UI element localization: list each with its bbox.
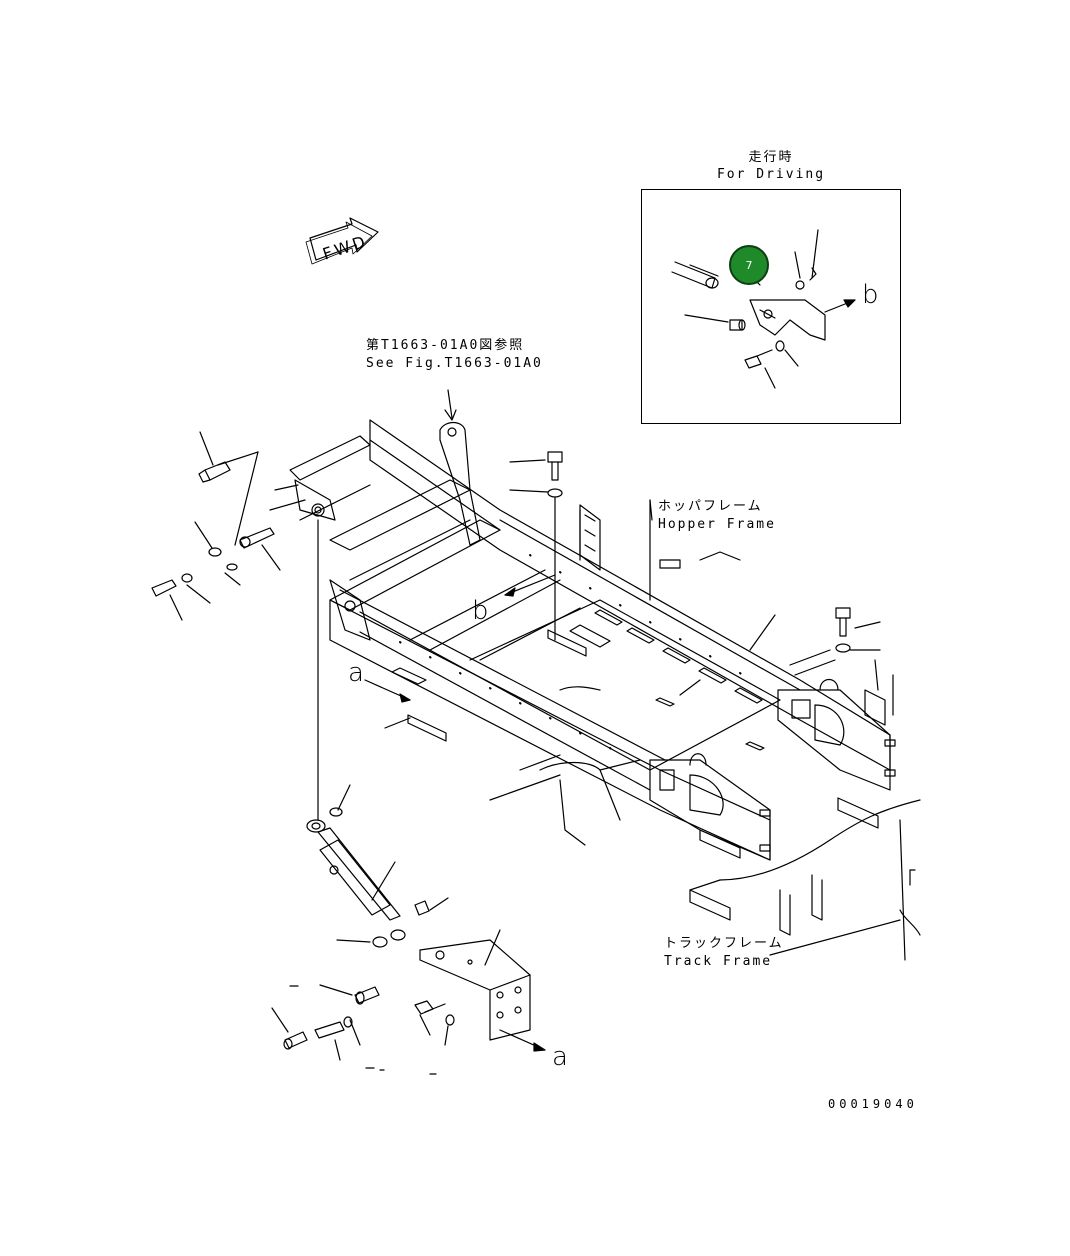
bolt-set-center (509, 451, 601, 641)
inset-title-en: For Driving (716, 167, 826, 182)
hopper-frame-jp: ホッパフレーム (658, 499, 763, 514)
track-frame-en: Track Frame (664, 954, 773, 969)
inset-panel (641, 189, 901, 424)
pivot-parts (151, 431, 371, 641)
track-frame-jp: トラックフレーム (664, 936, 784, 951)
reference-bracket (439, 389, 481, 546)
arrow-a-upper (364, 679, 411, 729)
hopper-clip (659, 559, 681, 569)
arrow-b-main (504, 574, 556, 597)
hopper-frame (289, 419, 896, 861)
cylinder-assembly (271, 784, 546, 1075)
inset-letter-b: b (862, 280, 879, 310)
callout-badge[interactable]: 7 (729, 245, 769, 285)
hopper-tab (699, 551, 741, 561)
letter-a-upper: a (348, 658, 364, 688)
reference-en: See Fig.T1663-01A0 (366, 356, 543, 371)
inset-parts (671, 229, 856, 389)
hopper-frame-en: Hopper Frame (658, 517, 776, 532)
letter-b-main: b (472, 596, 489, 626)
drawing-code: 00019040 (828, 1097, 918, 1111)
leader-line (649, 499, 653, 521)
letter-a-lower: a (552, 1042, 568, 1072)
inset-title-jp: 走行時 (748, 150, 794, 165)
reference-jp: 第T1663-01A0図参照 (366, 338, 525, 353)
track-frame (489, 614, 921, 961)
bolt-set-right (835, 607, 894, 726)
fwd-arrow-icon (305, 217, 379, 265)
